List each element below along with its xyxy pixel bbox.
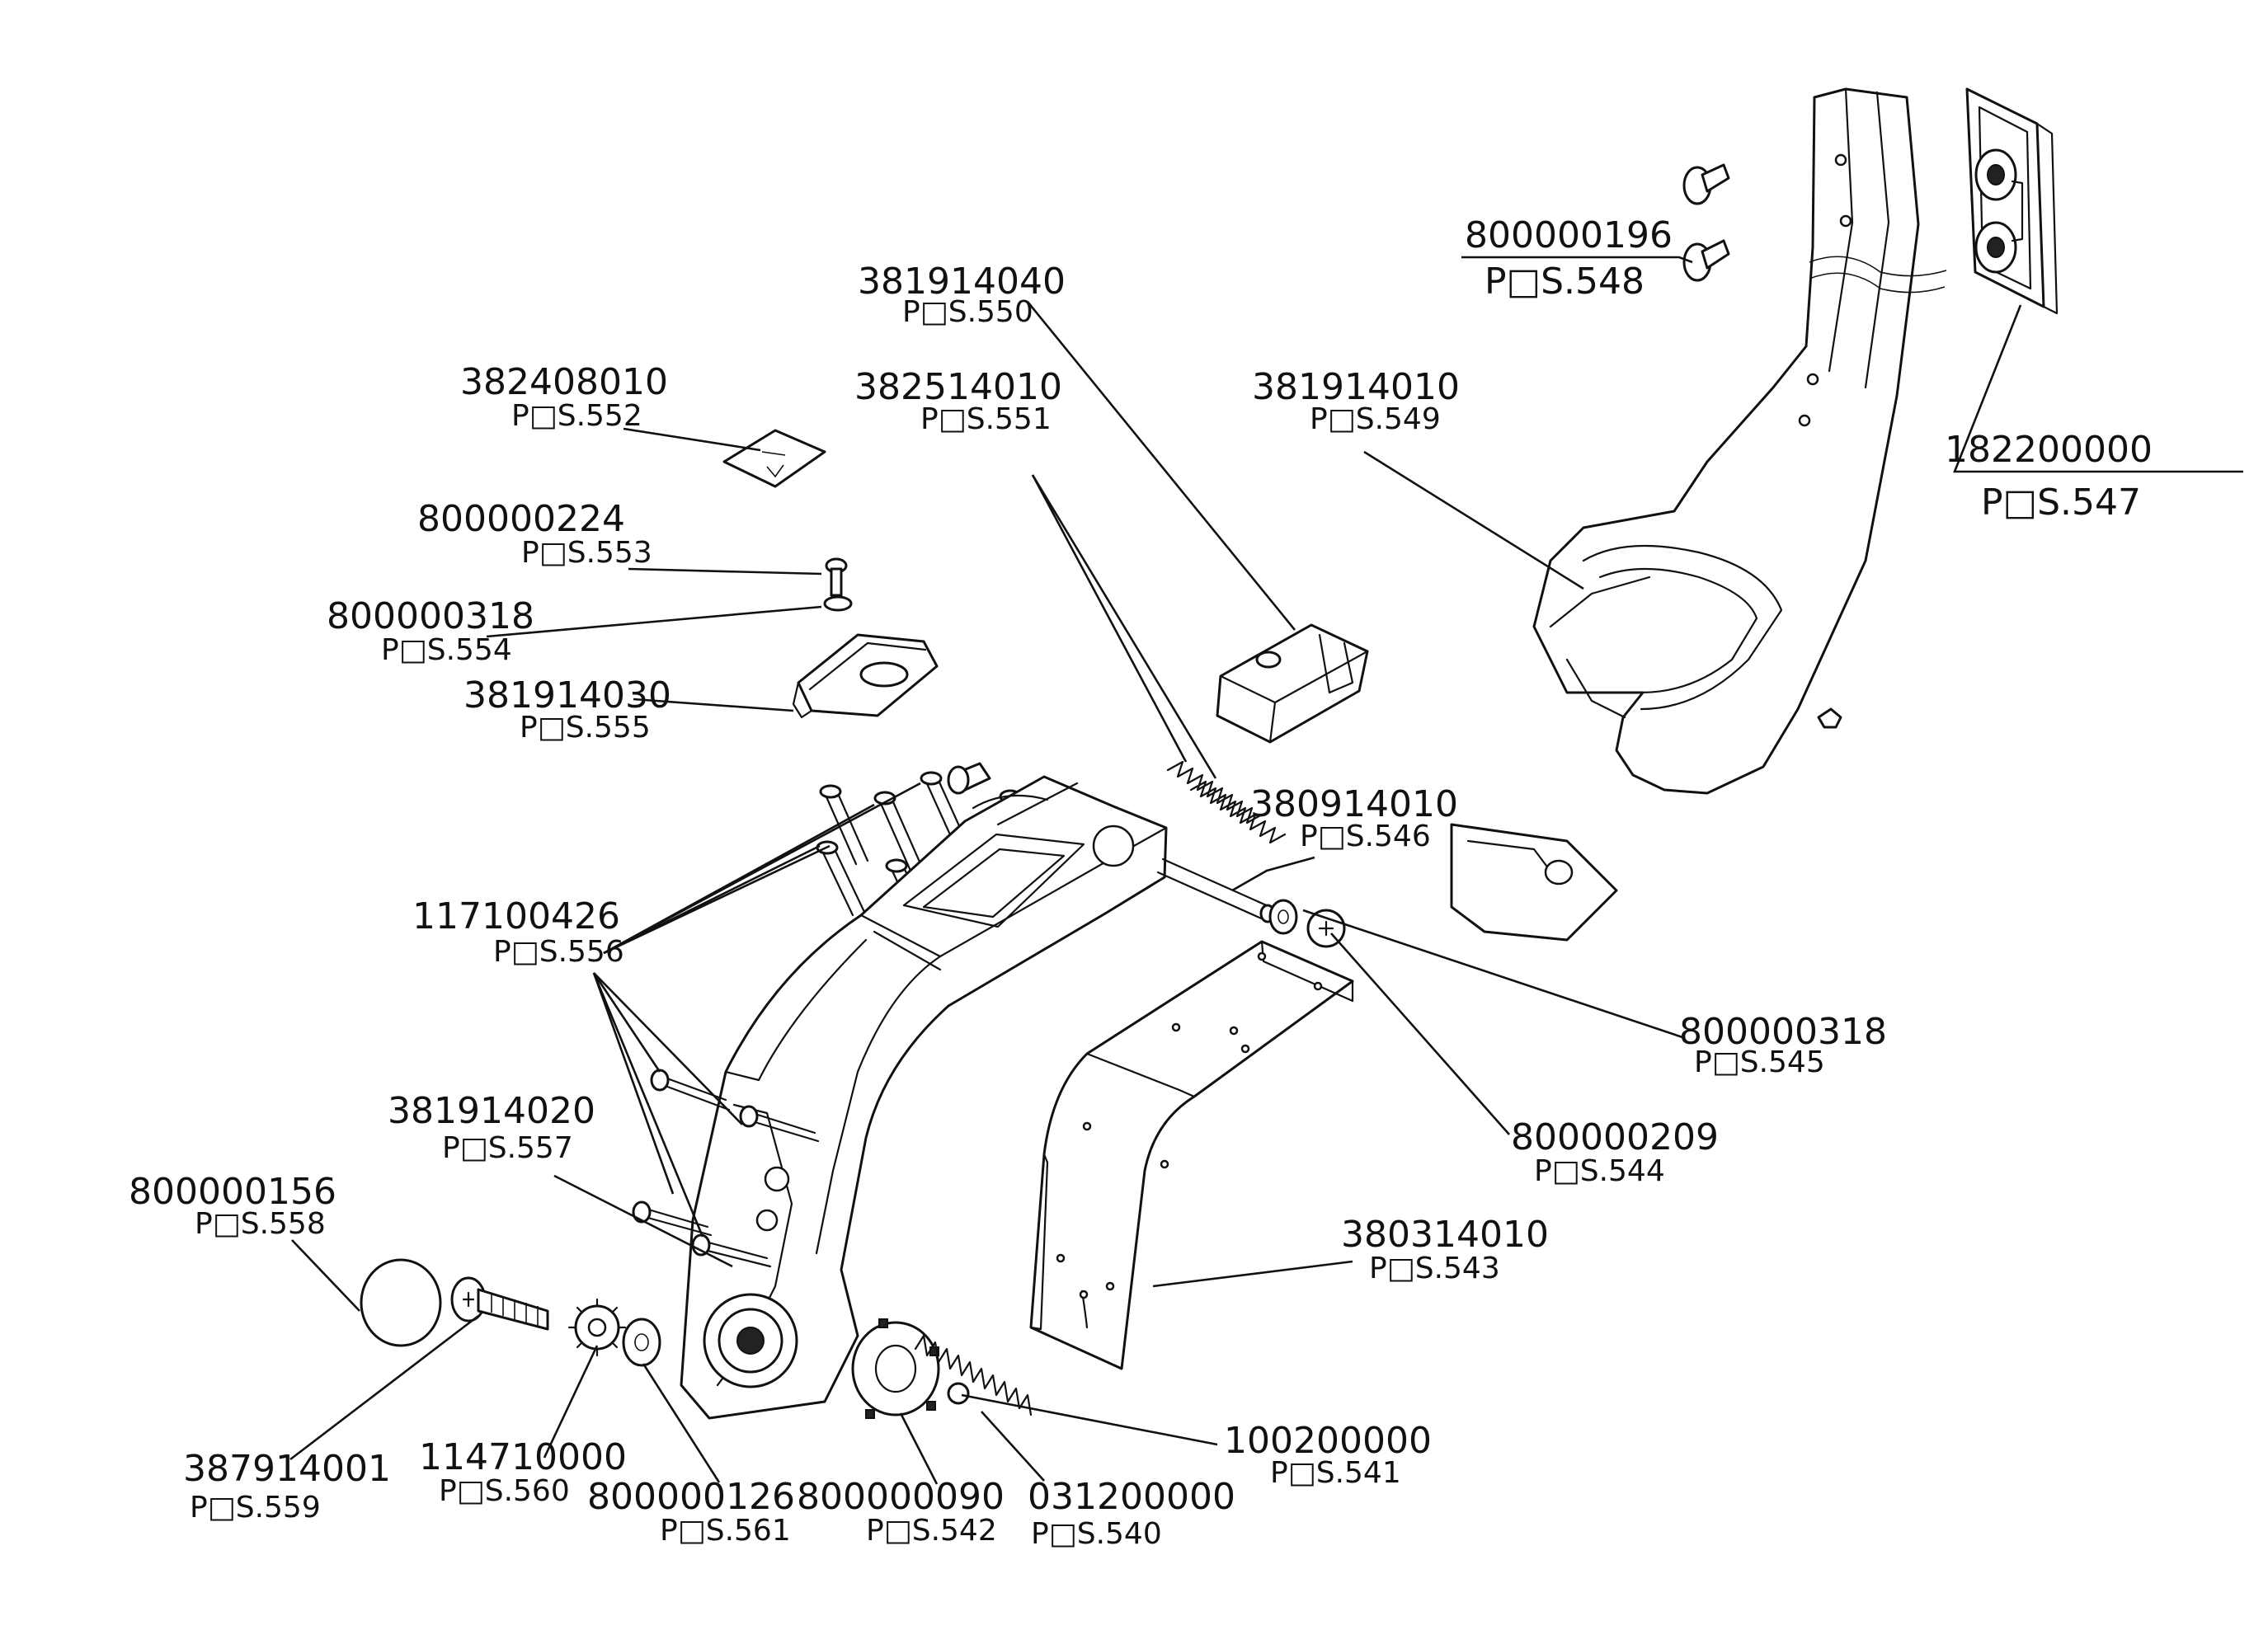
- part-label-sticker: [722, 429, 826, 488]
- part-number: 800000126: [587, 1476, 795, 1518]
- part-washer-554: [823, 595, 853, 612]
- position-label: P□S.558: [195, 1207, 326, 1241]
- position-label: P□S.549: [1310, 402, 1441, 436]
- callout-548: 800000196 P□S.548: [1465, 214, 1673, 303]
- position-label: P□S.546: [1300, 820, 1431, 853]
- callout-551: 382514010 P□S.551: [854, 366, 1062, 436]
- position-label: P□S.560: [439, 1474, 570, 1508]
- callout-550: 381914040 P□S.550: [858, 261, 1066, 329]
- callout-545: 800000318 P□S.545: [1679, 1011, 1887, 1079]
- part-number: 800000209: [1511, 1116, 1719, 1158]
- part-number: 380314010: [1341, 1214, 1549, 1256]
- part-side-pins: [632, 1069, 820, 1268]
- part-number: 800000090: [797, 1476, 1005, 1518]
- part-cam: [851, 1318, 940, 1419]
- position-label: P□S.545: [1694, 1045, 1825, 1079]
- part-number: 381914030: [463, 674, 671, 716]
- position-label: P□S.557: [442, 1131, 573, 1165]
- part-number: 800000318: [1679, 1011, 1887, 1053]
- position-label: P□S.547: [1981, 482, 2141, 524]
- part-number: 800000196: [1465, 214, 1673, 256]
- part-main-arm: [680, 775, 1168, 1420]
- callout-546: 380914010 P□S.546: [1250, 783, 1458, 853]
- callout-547: 182200000 P□S.547: [1945, 429, 2153, 524]
- part-number: 381914020: [388, 1090, 595, 1132]
- part-number: 381914010: [1252, 366, 1460, 408]
- part-springs-551: [1166, 760, 1287, 844]
- part-shaft: [1156, 857, 1276, 923]
- callout-543: 380314010 P□S.543: [1341, 1214, 1549, 1285]
- part-bolt: [450, 1276, 549, 1331]
- position-label: P□S.552: [511, 399, 642, 433]
- position-label: P□S.554: [381, 633, 512, 667]
- part-number: 031200000: [1028, 1476, 1235, 1518]
- position-label: P□S.559: [190, 1491, 321, 1525]
- part-clamp-plate: [1965, 87, 2059, 315]
- part-spring-540: [914, 1334, 1033, 1416]
- part-screw-553: [825, 557, 848, 597]
- position-label: P□S.551: [920, 402, 1052, 436]
- callout-555: 381914030 P□S.555: [463, 674, 671, 745]
- callout-553: 800000224 P□S.553: [417, 498, 652, 570]
- part-number: 381914040: [858, 261, 1066, 303]
- position-label: P□S.550: [902, 295, 1033, 329]
- callout-560: 114710000 P□S.560: [419, 1436, 627, 1508]
- position-label: P□S.542: [866, 1514, 997, 1548]
- callout-561: 800000126 P□S.561: [587, 1476, 795, 1548]
- part-ball-541: [947, 1382, 970, 1405]
- part-screws-548: [1682, 163, 1730, 282]
- part-number: 382408010: [460, 361, 668, 403]
- callout-540: 031200000 P□S.540: [1028, 1476, 1235, 1551]
- position-label: P□S.555: [520, 711, 651, 745]
- part-cover-plate: [1029, 940, 1354, 1370]
- part-number: 380914010: [1250, 783, 1458, 825]
- callout-542: 800000090 P□S.542: [797, 1476, 1005, 1548]
- position-label: P□S.544: [1534, 1154, 1665, 1188]
- callout-558: 800000156 P□S.558: [129, 1171, 336, 1241]
- callout-544: 800000209 P□S.544: [1511, 1116, 1719, 1188]
- part-catch-block: [1216, 623, 1369, 744]
- part-handle-frame: [1450, 87, 1947, 942]
- callout-552: 382408010 P□S.552: [460, 361, 668, 433]
- part-number: 800000156: [129, 1171, 336, 1213]
- part-cap: [360, 1258, 442, 1347]
- callout-559: 387914001 P□S.559: [183, 1448, 391, 1525]
- position-label: P□S.548: [1485, 261, 1645, 303]
- position-label: P□S.556: [493, 935, 624, 969]
- part-number: 800000318: [327, 595, 534, 637]
- leader-lines: [289, 256, 2243, 1485]
- callout-549: 381914010 P□S.549: [1252, 366, 1460, 436]
- callout-556: 117100426 P□S.556: [412, 895, 624, 969]
- callout-541: 100200000 P□S.541: [1224, 1420, 1432, 1490]
- part-number: 117100426: [412, 895, 620, 937]
- part-number: 100200000: [1224, 1420, 1432, 1462]
- part-number: 382514010: [854, 366, 1062, 408]
- part-lock-cover: [792, 633, 939, 719]
- part-number: 800000224: [417, 498, 625, 540]
- callout-554: 800000318 P□S.554: [327, 595, 534, 667]
- part-number: 387914001: [183, 1448, 391, 1490]
- part-washer-561: [622, 1318, 661, 1367]
- position-label: P□S.553: [521, 536, 652, 570]
- callout-557: 381914020 P□S.557: [388, 1090, 595, 1165]
- position-label: P□S.540: [1031, 1517, 1162, 1551]
- position-label: P□S.561: [660, 1514, 791, 1548]
- part-lock-washer: [567, 1298, 627, 1357]
- part-washer-545: [1268, 899, 1298, 935]
- part-number: 114710000: [419, 1436, 627, 1478]
- position-label: P□S.541: [1270, 1456, 1401, 1490]
- position-label: P□S.543: [1369, 1252, 1500, 1285]
- part-number: 182200000: [1945, 429, 2153, 471]
